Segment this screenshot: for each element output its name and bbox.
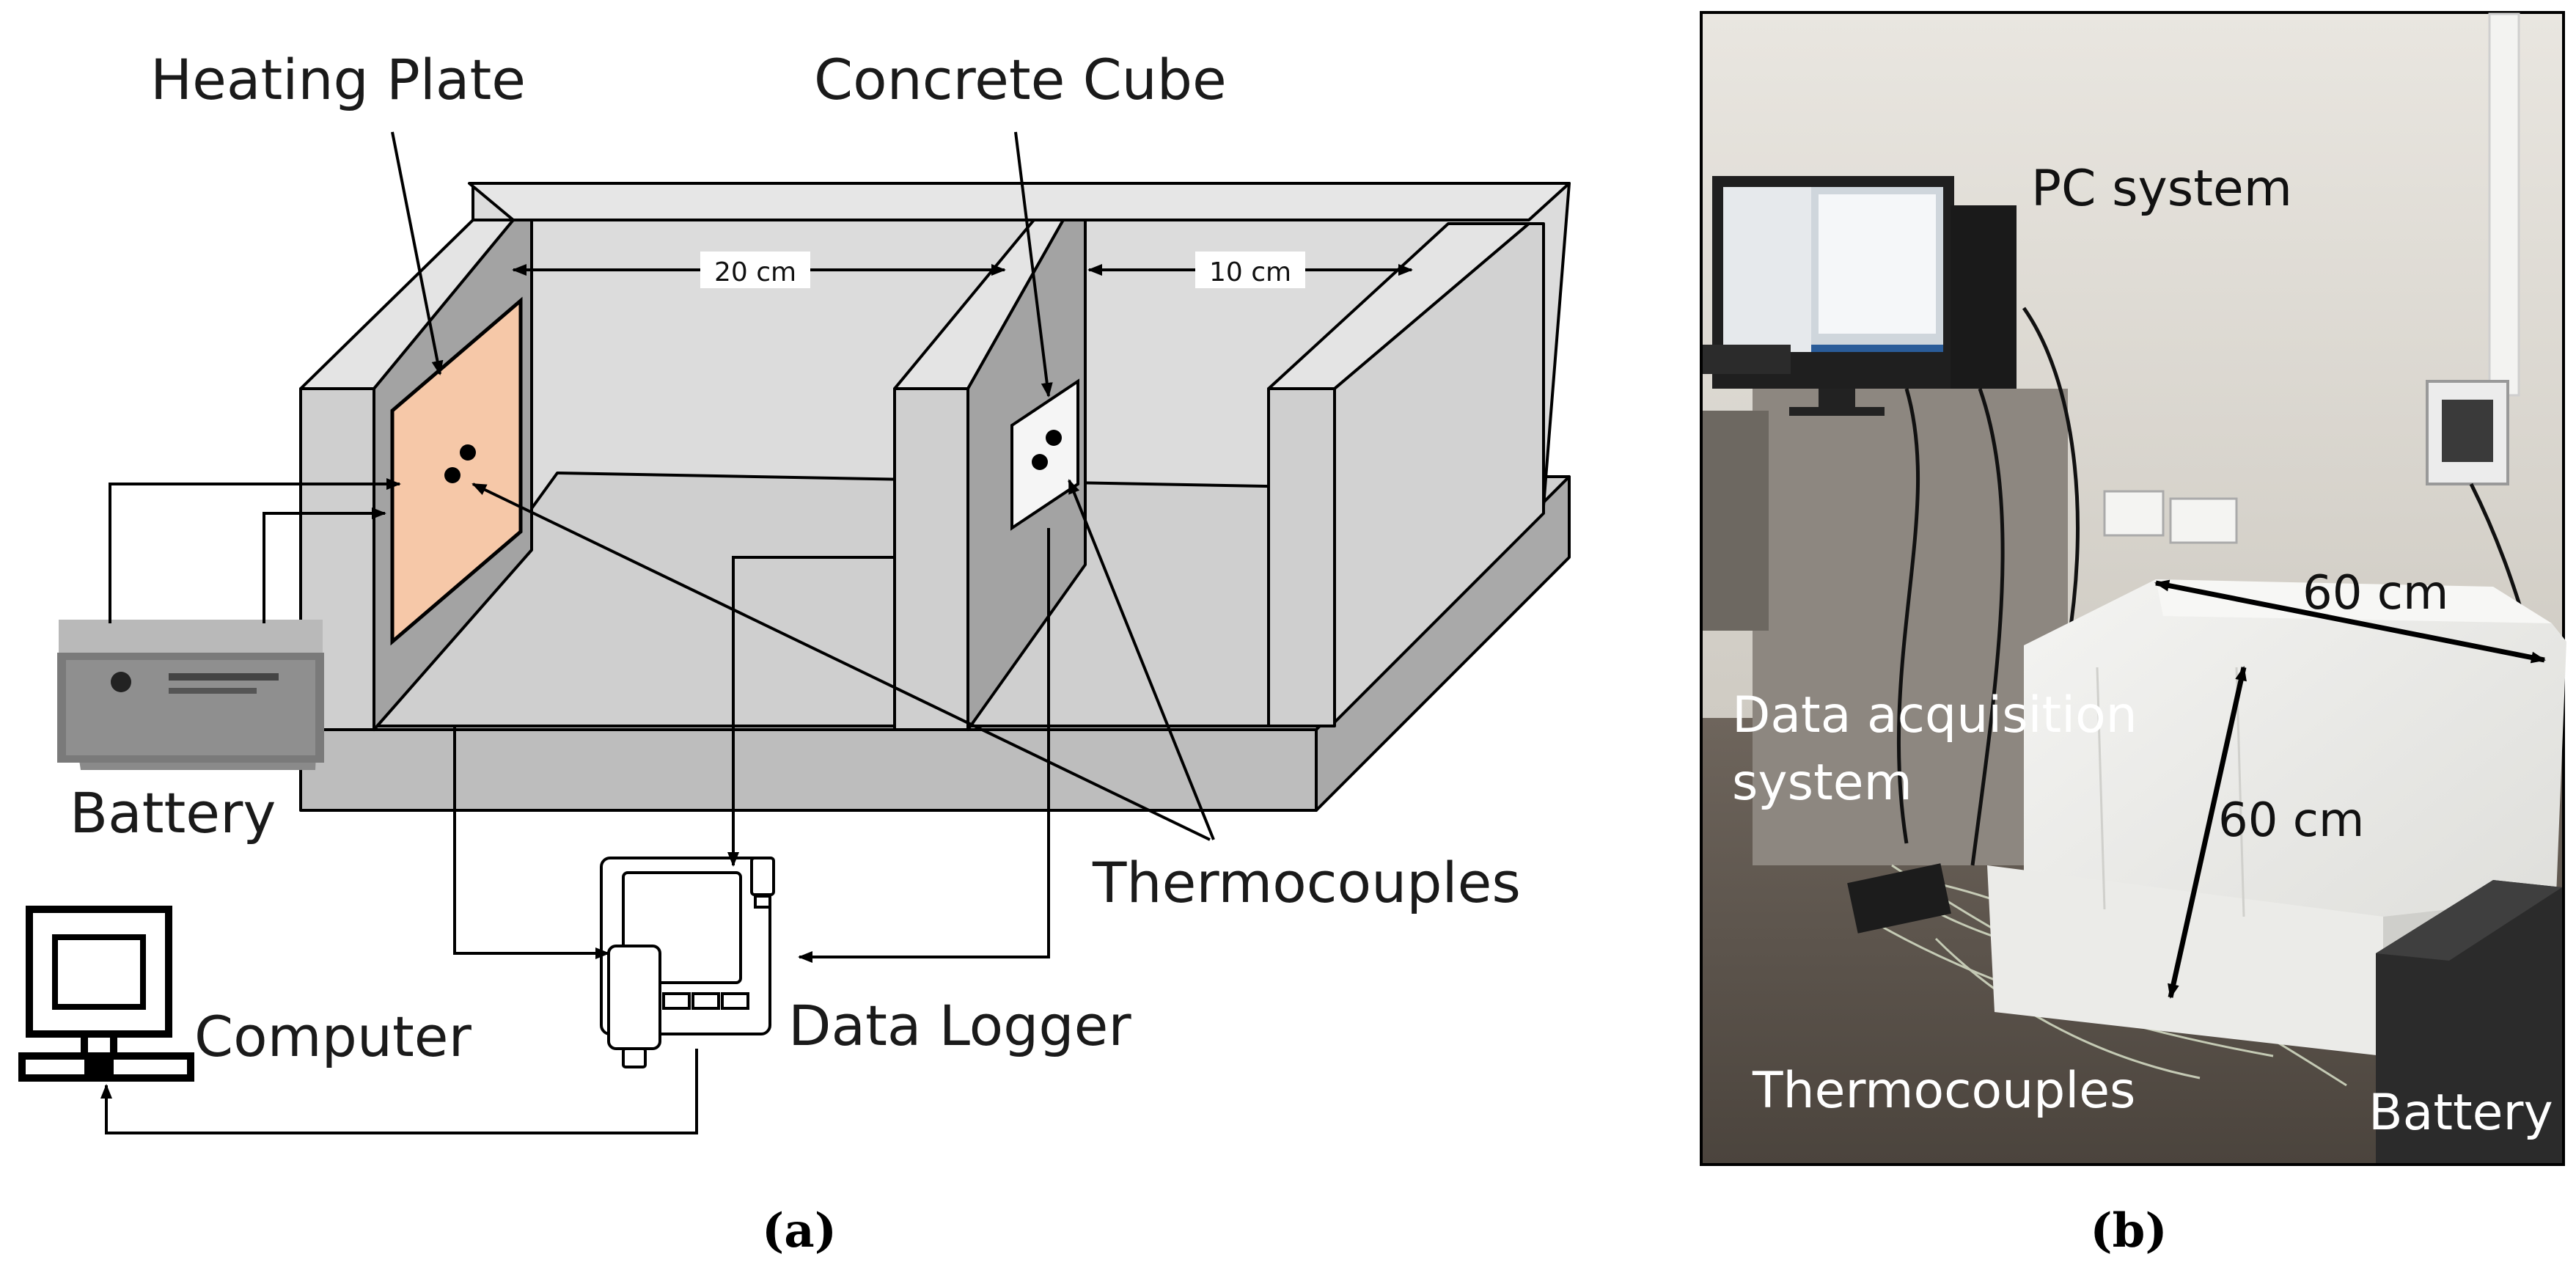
caption-b: (b): [2090, 1203, 2167, 1258]
panel-b-photo: PC system 60 cm 60 cm Data acquisition s…: [1700, 11, 2566, 1258]
photo-width-arrow: [2154, 579, 2546, 664]
heating-plate-sensor-1: [460, 444, 476, 461]
dimension-20cm: 20 cm: [714, 257, 796, 287]
photo-conduit: [2488, 12, 2520, 397]
photo-data-acquisition-box: [1847, 863, 1951, 934]
thermocouple-leader-1: [471, 483, 1211, 841]
thermocouples-label: Thermocouples: [1092, 850, 1521, 915]
panel-a-schematic: 20 cm 10 cm: [18, 47, 1571, 1258]
thermocouple-leader-2: [1068, 479, 1215, 840]
battery-icon: [57, 620, 324, 770]
battery-wire-2: [263, 507, 386, 623]
data-acquisition-label-line2: system: [1732, 754, 1912, 812]
photo-width-label: 60 cm: [2302, 566, 2448, 620]
photo-monitor: [1712, 176, 1954, 416]
photo-dimension-arrows: [2154, 579, 2546, 999]
concrete-cube-label: Concrete Cube: [814, 47, 1227, 112]
photo-pc-tower: [1951, 205, 2017, 389]
photo-height-label: 60 cm: [2218, 793, 2364, 848]
data-logger-label: Data Logger: [788, 993, 1131, 1058]
cube-sensor-2: [1032, 454, 1048, 470]
heating-plate-leader: [391, 131, 444, 375]
photo-keyboard: [1703, 345, 1791, 374]
data-logger-icon: [600, 857, 775, 1068]
dimension-20cm-bg: [700, 252, 810, 288]
cube-to-logger-wire: [727, 556, 895, 867]
photo-cabinet: [1753, 389, 2068, 865]
pc-system-label: PC system: [2031, 160, 2292, 218]
dimension-10cm-bg: [1195, 252, 1305, 288]
plate-to-logger-wire: [453, 726, 610, 959]
logger-to-computer-wire: [100, 1049, 698, 1134]
battery-wire-1: [109, 478, 401, 623]
computer-label: Computer: [194, 1004, 472, 1069]
concrete-cube-leader: [1014, 131, 1053, 397]
connection-wires: [100, 131, 1215, 1134]
right-to-logger-wire: [798, 528, 1050, 963]
computer-icon: [18, 906, 194, 1082]
battery-label: Battery: [70, 780, 276, 846]
photo-height-arrow: [2168, 666, 2247, 999]
photo-battery-label: Battery: [2368, 1084, 2553, 1142]
heating-plate-label: Heating Plate: [150, 47, 526, 112]
dimension-10cm: 10 cm: [1209, 257, 1291, 287]
photo-thermocouples-label: Thermocouples: [1752, 1062, 2135, 1120]
photo-power-sockets: [2103, 490, 2238, 544]
cube-sensor-1: [1046, 430, 1062, 446]
heating-plate-sensor-2: [444, 467, 460, 483]
caption-a: (a): [762, 1203, 837, 1258]
photo-battery: [2376, 880, 2562, 1163]
right-wall: [1267, 222, 1545, 727]
data-acquisition-label-line1: Data acquisition: [1732, 686, 2138, 744]
